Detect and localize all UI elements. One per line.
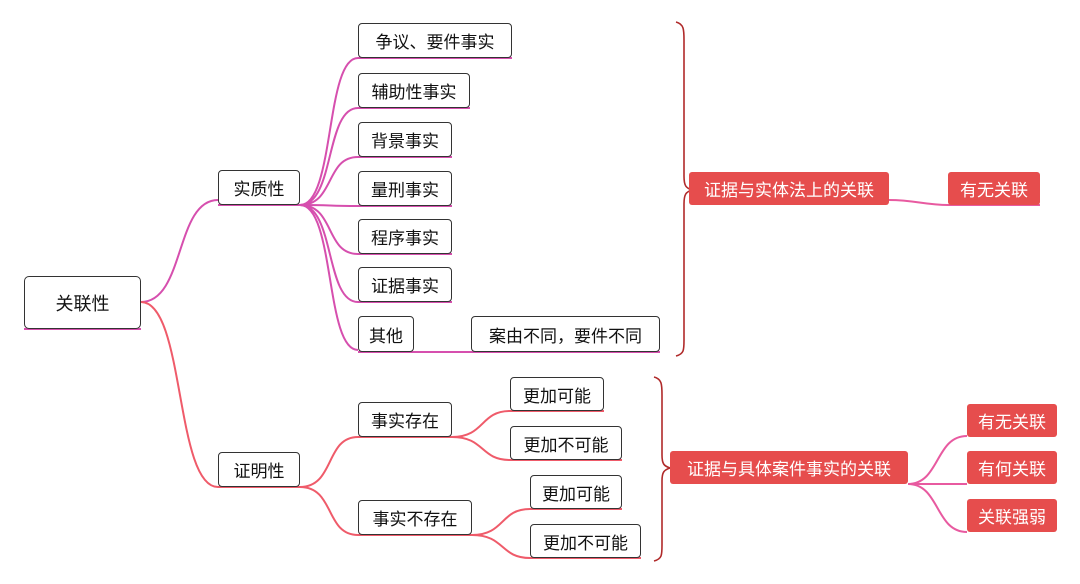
fact-not-exists-more-unlikely[interactable]: 更加不可能 bbox=[530, 524, 641, 558]
probative-relation-links bbox=[907, 435, 968, 533]
substantive-fan bbox=[299, 57, 359, 351]
fact-not-exists-more-likely[interactable]: 更加可能 bbox=[530, 475, 622, 509]
root-node[interactable]: 关联性 bbox=[24, 276, 141, 329]
fact-not-exists-node[interactable]: 事实不存在 bbox=[358, 500, 472, 535]
not-exists-fan bbox=[471, 508, 531, 559]
substantive-item-procedural-facts[interactable]: 程序事实 bbox=[358, 219, 452, 254]
substantive-item-disputed-facts[interactable]: 争议、要件事实 bbox=[358, 23, 512, 58]
substantive-item-background-facts[interactable]: 背景事实 bbox=[358, 122, 452, 157]
probative-relation-has-relevance[interactable]: 有无关联 bbox=[967, 404, 1057, 437]
substantive-node[interactable]: 实质性 bbox=[218, 170, 300, 205]
probative-relation-what-relevance[interactable]: 有何关联 bbox=[967, 451, 1057, 484]
exists-fan bbox=[451, 410, 511, 461]
fact-exists-more-likely[interactable]: 更加可能 bbox=[510, 377, 604, 411]
substantive-item-underlines bbox=[358, 57, 660, 353]
probative-node[interactable]: 证明性 bbox=[218, 452, 300, 487]
probative-bracket bbox=[653, 376, 673, 562]
substantive-relation-link bbox=[888, 199, 1040, 206]
probative-fan bbox=[299, 436, 359, 536]
other-note[interactable]: 案由不同，要件不同 bbox=[471, 316, 660, 352]
probative-relation[interactable]: 证据与具体案件事实的关联 bbox=[670, 451, 908, 484]
probative-relation-strength[interactable]: 关联强弱 bbox=[967, 499, 1057, 532]
link-root-probative bbox=[140, 301, 219, 488]
fact-exists-node[interactable]: 事实存在 bbox=[358, 402, 452, 437]
fact-exists-more-unlikely[interactable]: 更加不可能 bbox=[510, 426, 622, 460]
substantive-item-sentencing-facts[interactable]: 量刑事实 bbox=[358, 171, 452, 206]
substantive-item-auxiliary-facts[interactable]: 辅助性事实 bbox=[358, 73, 470, 108]
substantive-item-other[interactable]: 其他 bbox=[358, 316, 414, 352]
substantive-relation[interactable]: 证据与实体法上的关联 bbox=[689, 172, 889, 205]
substantive-relation-has-relevance[interactable]: 有无关联 bbox=[948, 172, 1040, 205]
substantive-item-evidentiary-facts[interactable]: 证据事实 bbox=[358, 267, 452, 302]
link-root-substantive bbox=[140, 199, 219, 303]
